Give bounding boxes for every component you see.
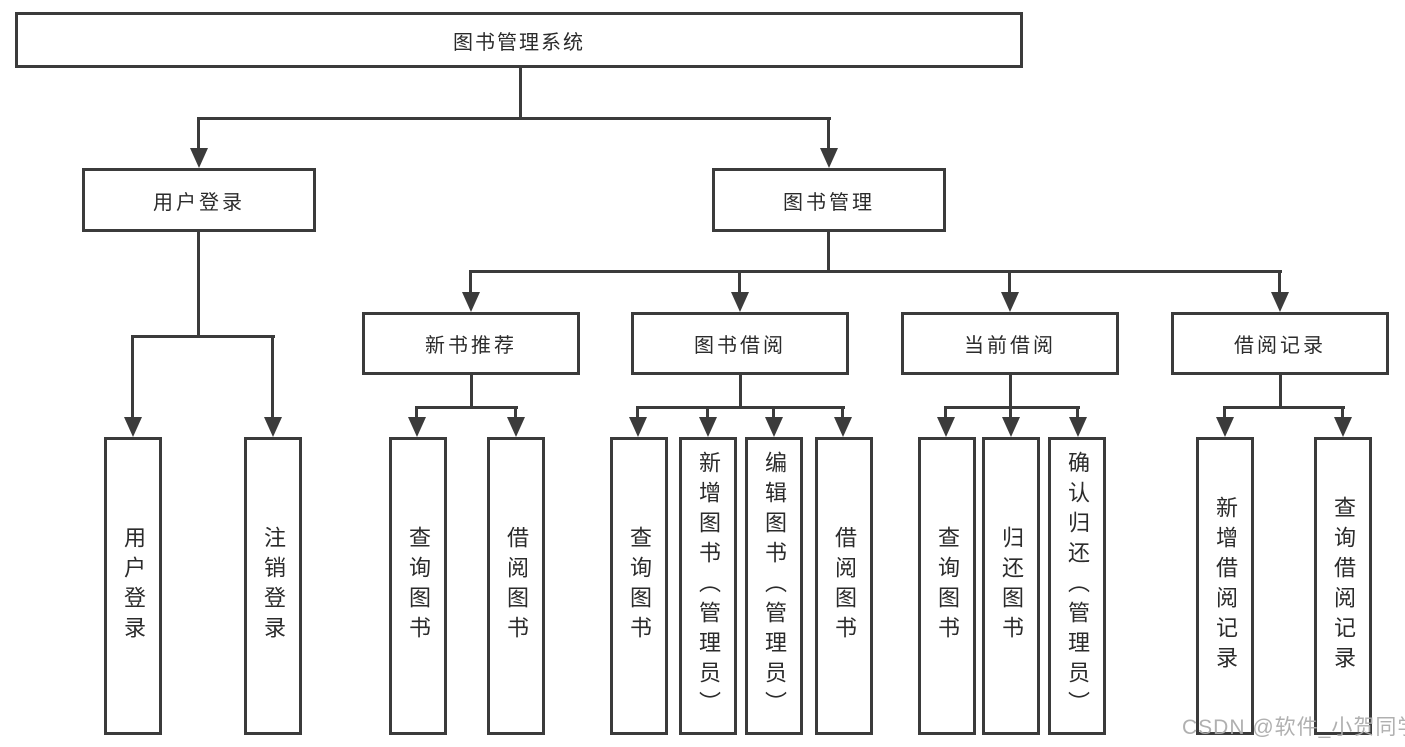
node-label: 新书推荐: [425, 335, 517, 357]
node-borrowing-records: 借阅记录: [1171, 312, 1389, 375]
connector-arrow-down-icon: [1334, 406, 1352, 437]
connector-arrow-down-icon: [1216, 406, 1234, 437]
connector-line: [1224, 406, 1345, 409]
node-leaf-edit-books-admin: 编辑图书（管理员）: [745, 437, 803, 735]
node-label: 新增图书（管理员）: [696, 451, 721, 721]
node-label: 借阅图书: [832, 526, 857, 646]
node-leaf-query-books-current: 查询图书: [918, 437, 976, 735]
connector-arrow-down-icon: [820, 117, 838, 168]
connector-line: [132, 335, 275, 338]
node-label: 用户登录: [121, 526, 146, 646]
node-leaf-logout: 注销登录: [244, 437, 302, 735]
connector-arrow-down-icon: [124, 335, 142, 437]
connector-arrow-down-icon: [264, 335, 282, 437]
connector-line: [1279, 375, 1282, 408]
connector-arrow-down-icon: [1001, 270, 1019, 312]
node-leaf-confirm-return-admin: 确认归还（管理员）: [1048, 437, 1106, 735]
node-leaf-return-books: 归还图书: [982, 437, 1040, 735]
node-book-management: 图书管理: [712, 168, 946, 232]
node-leaf-borrow-books-newbook: 借阅图书: [487, 437, 545, 735]
node-book-borrowing: 图书借阅: [631, 312, 849, 375]
connector-line: [739, 375, 742, 408]
connector-line: [416, 406, 518, 409]
node-leaf-borrow-books-borrowing: 借阅图书: [815, 437, 873, 735]
connector-arrow-down-icon: [1271, 270, 1289, 312]
node-label: 当前借阅: [964, 335, 1056, 357]
node-label: 借阅图书: [504, 526, 529, 646]
connector-arrow-down-icon: [507, 406, 525, 437]
node-library-management-system: 图书管理系统: [15, 12, 1023, 68]
connector-line: [945, 406, 1080, 409]
node-label: 注销登录: [261, 526, 286, 646]
node-leaf-query-borrow-record: 查询借阅记录: [1314, 437, 1372, 735]
connector-arrow-down-icon: [731, 270, 749, 312]
connector-arrow-down-icon: [190, 117, 208, 168]
connector-line: [637, 406, 845, 409]
watermark: CSDN @软件_小贺同学: [1182, 716, 1405, 739]
node-label: 查询图书: [627, 526, 652, 646]
connector-line: [470, 270, 1282, 273]
connector-line: [827, 232, 830, 273]
connector-line: [197, 117, 831, 120]
node-leaf-add-books-admin: 新增图书（管理员）: [679, 437, 737, 735]
node-label: 查询图书: [935, 526, 960, 646]
node-leaf-query-books-newbook: 查询图书: [389, 437, 447, 735]
connector-line: [519, 68, 522, 120]
connector-arrow-down-icon: [1069, 406, 1087, 437]
connector-arrow-down-icon: [937, 406, 955, 437]
node-label: 查询图书: [406, 526, 431, 646]
connector-arrow-down-icon: [834, 406, 852, 437]
connector-arrow-down-icon: [408, 406, 426, 437]
connector-arrow-down-icon: [699, 406, 717, 437]
node-label: 查询借阅记录: [1331, 496, 1356, 676]
node-label: 确认归还（管理员）: [1065, 451, 1090, 721]
node-label: 借阅记录: [1234, 335, 1326, 357]
node-user-login: 用户登录: [82, 168, 316, 232]
connector-arrow-down-icon: [1002, 406, 1020, 437]
connector-line: [1009, 375, 1012, 408]
node-label: 编辑图书（管理员）: [762, 451, 787, 721]
node-leaf-query-books-borrowing: 查询图书: [610, 437, 668, 735]
node-new-book-recommendation: 新书推荐: [362, 312, 580, 375]
node-label: 归还图书: [999, 526, 1024, 646]
connector-line: [197, 232, 200, 338]
connector-arrow-down-icon: [629, 406, 647, 437]
node-label: 新增借阅记录: [1213, 496, 1238, 676]
connector-arrow-down-icon: [462, 270, 480, 312]
node-label: 用户登录: [153, 191, 245, 214]
node-current-borrowing: 当前借阅: [901, 312, 1119, 375]
node-label: 图书管理: [783, 191, 875, 214]
node-label: 图书借阅: [694, 335, 786, 357]
connector-line: [470, 375, 473, 408]
node-label: 图书管理系统: [453, 31, 585, 54]
node-leaf-user-login: 用户登录: [104, 437, 162, 735]
connector-arrow-down-icon: [765, 406, 783, 437]
node-leaf-add-borrow-record: 新增借阅记录: [1196, 437, 1254, 735]
